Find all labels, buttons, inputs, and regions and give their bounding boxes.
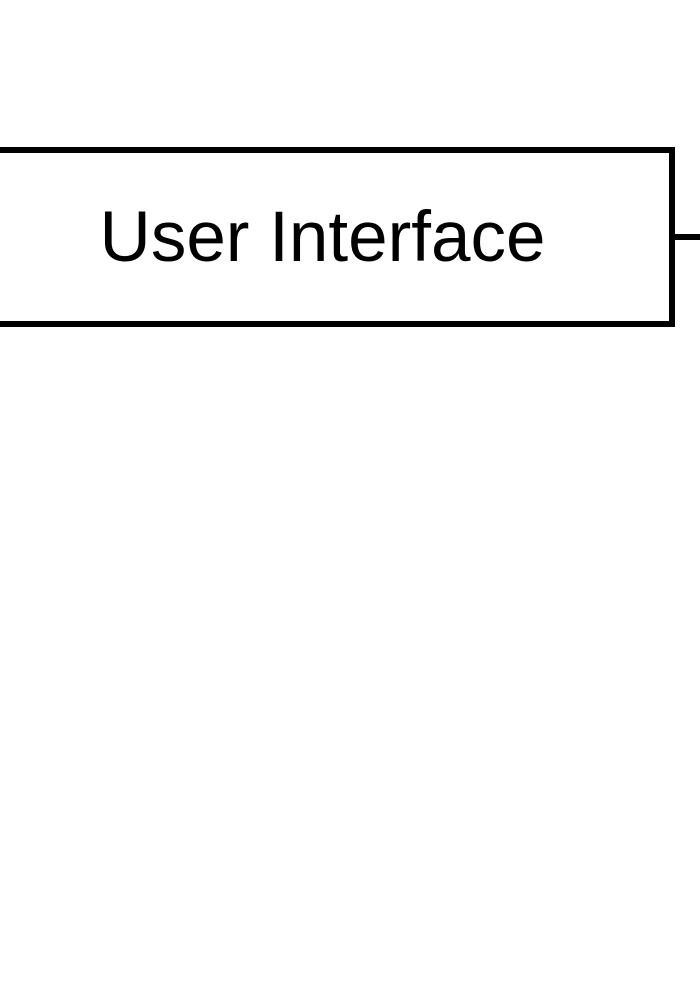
node-user-interface: User Interface (0, 147, 675, 327)
node-user-interface-label: User Interface (99, 197, 546, 277)
connector-line (669, 234, 700, 240)
